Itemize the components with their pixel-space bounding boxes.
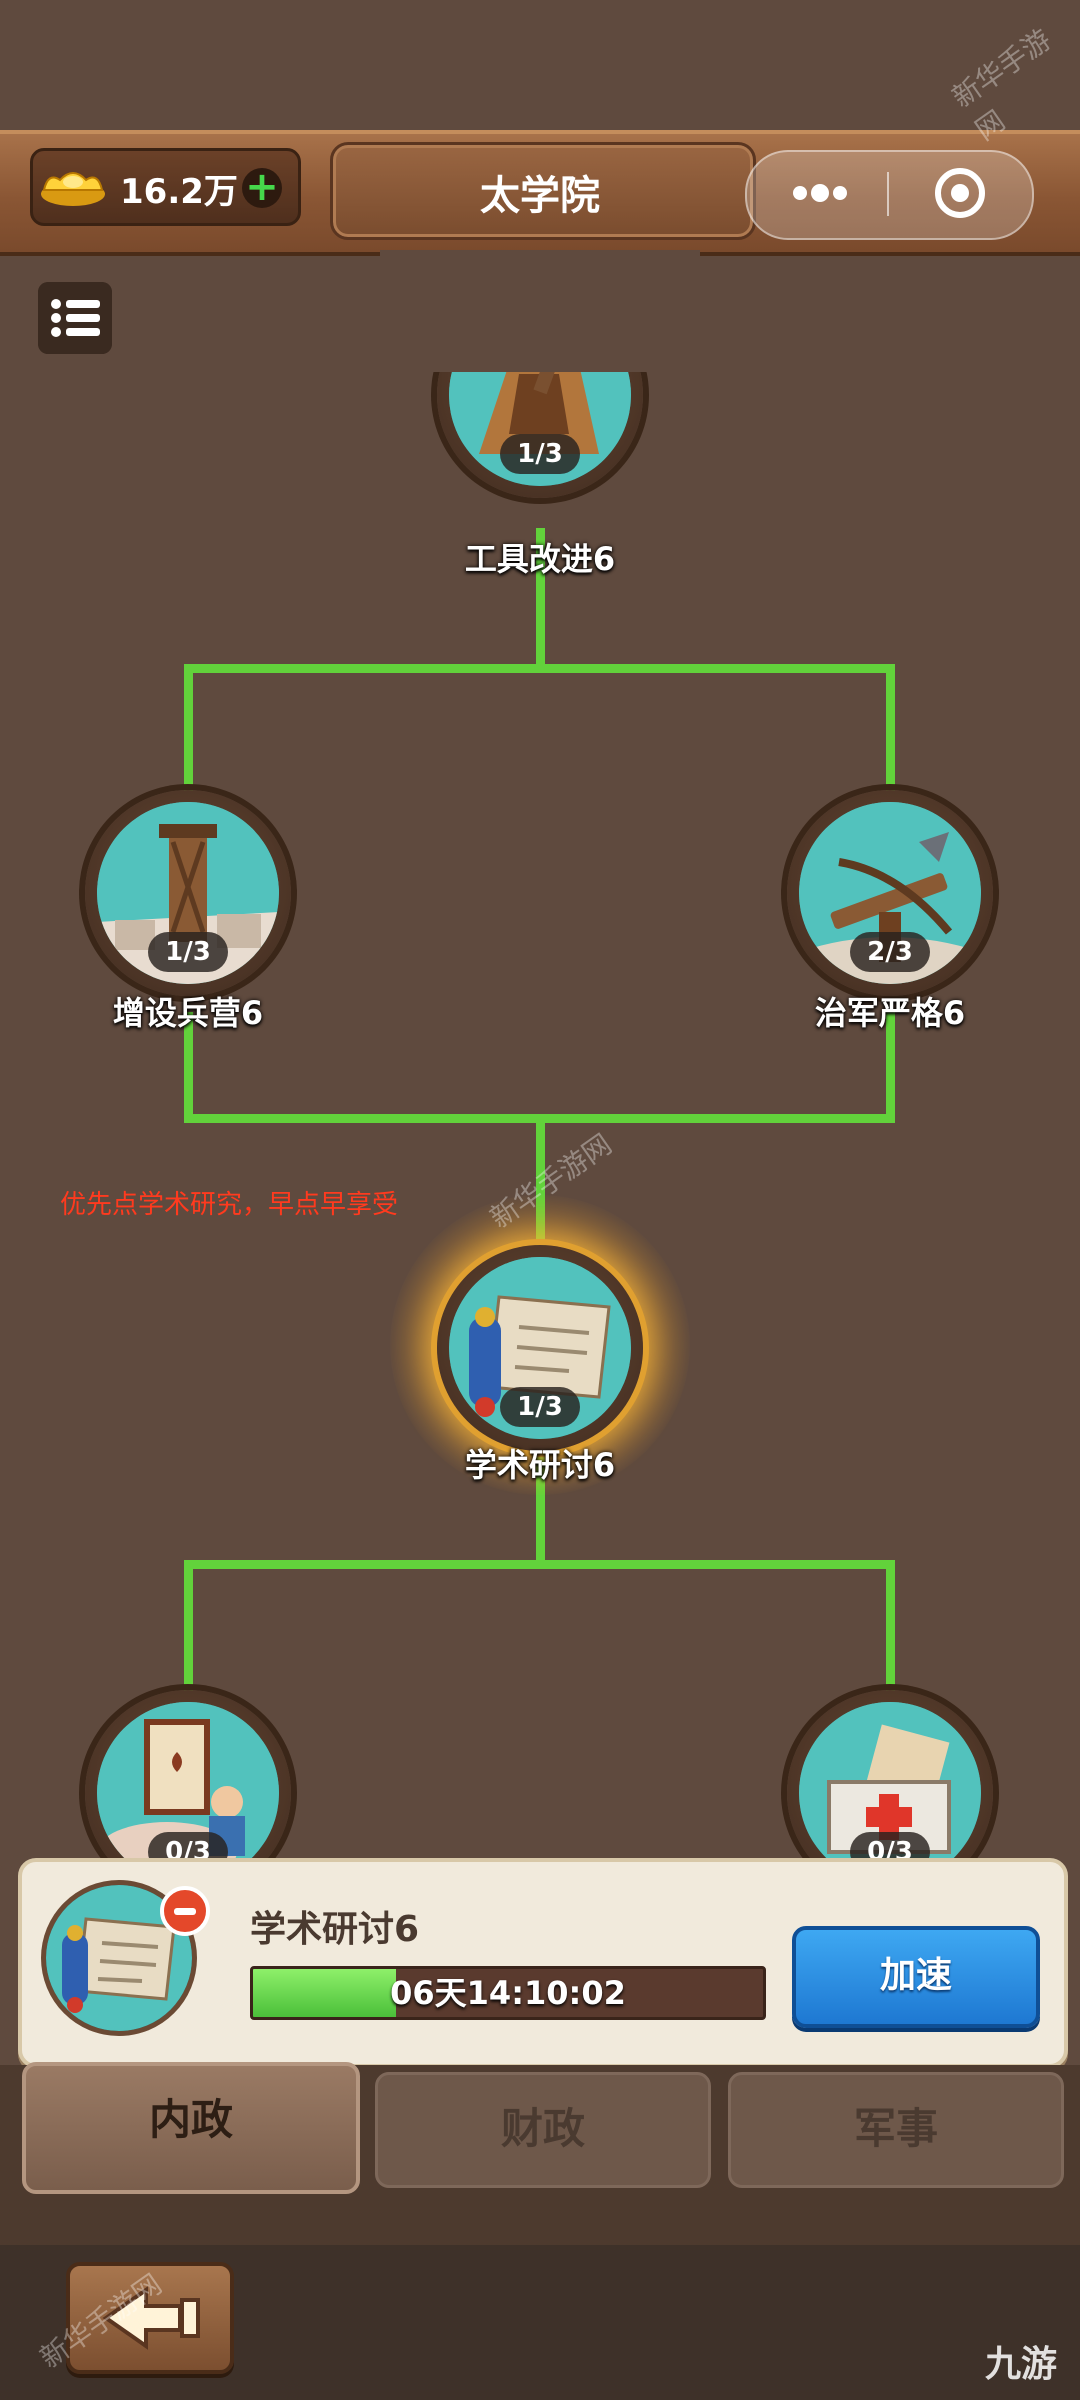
tree-line [886,1012,895,1122]
list-icon[interactable] [38,282,112,354]
tech-node-label: 增设兵营6 [112,994,264,1032]
tech-node-label: 治军严格6 [814,994,966,1032]
progress-fill [253,1969,396,2017]
mini-program-capsule [745,150,1034,240]
back-button[interactable] [66,2262,234,2374]
progress-badge: 2/3 [850,932,930,972]
status-bar [0,0,1080,130]
tech-node-strict-army[interactable]: 2/3 [787,790,993,996]
tree-line [536,1455,545,1567]
tree-line [536,1114,545,1254]
tab-finance[interactable]: 财政 [375,2072,711,2188]
tab-internal-affairs[interactable]: 内政 [22,2062,360,2194]
capsule-divider [887,172,889,216]
tech-node-add-barracks[interactable]: 1/3 [85,790,291,996]
research-progress-bar: 06天14:10:02 [250,1966,766,2020]
progress-badge: 1/3 [500,1387,580,1427]
tree-line [886,1560,895,1710]
speedup-button[interactable]: 加速 [792,1926,1040,2028]
research-title: 学术研讨6 [250,1909,420,1950]
hint-annotation: 优先点学术研究，早点早享受 [60,1190,399,1220]
remove-icon[interactable] [160,1886,210,1936]
more-icon[interactable] [760,158,880,228]
tech-node-label: 学术研讨6 [464,1446,616,1484]
scroll-icon [449,1257,631,1439]
tree-line [184,1012,193,1122]
progress-badge: 1/3 [500,434,580,474]
ingot-icon [41,172,105,206]
research-time-left: 06天14:10:02 [390,1974,626,2012]
corner-logo: 九游 [985,2335,1057,2387]
tree-line [536,528,545,668]
tree-line [184,1560,895,1569]
tech-node-label: 工具改进6 [464,540,616,578]
corner-logo-text: 九游 [985,2344,1058,2385]
gold-amount: 16.2万 [120,172,238,212]
progress-badge: 1/3 [148,932,228,972]
header-mask [380,250,700,372]
title-plate [330,142,756,240]
tech-node-academic-seminar[interactable]: 1/3 [437,1245,643,1451]
tech-node-medical[interactable]: 0/3 [787,1690,993,1896]
tab-military[interactable]: 军事 [728,2072,1064,2188]
back-arrow-icon [102,2286,200,2350]
tree-line [184,664,895,673]
tree-line [886,664,895,804]
target-icon[interactable] [900,158,1020,228]
watchtower-icon [97,802,279,984]
tree-line [184,1560,193,1710]
page-title: 太学院 [480,173,600,219]
plus-icon[interactable]: + [242,167,282,208]
tree-line [184,664,193,804]
